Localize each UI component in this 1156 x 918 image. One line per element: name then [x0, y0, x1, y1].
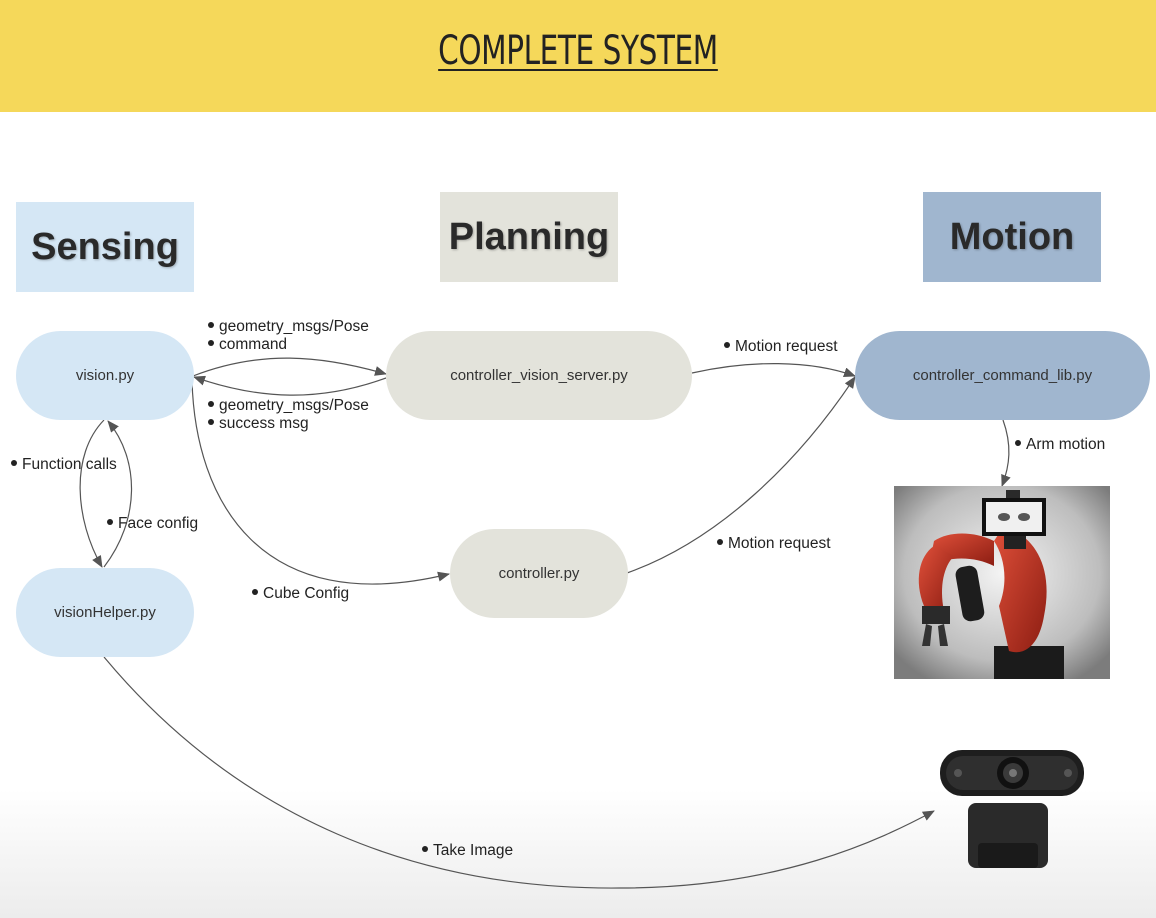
bullet-dot	[252, 588, 258, 595]
bullet-dot	[717, 538, 723, 545]
section-planning: Planning	[440, 192, 618, 282]
node-controller-command-lib: controller_command_lib.py	[855, 331, 1150, 420]
edge-vision-to-server	[192, 357, 387, 377]
label-text: Function calls	[22, 456, 117, 473]
robot-arm-image	[894, 486, 1110, 679]
bullet-dot	[208, 339, 214, 346]
label-text: Take Image	[433, 842, 514, 859]
node-controller-vision-server: controller_vision_server.py	[386, 331, 692, 420]
edge-vision-to-controller	[191, 379, 450, 585]
edge-controller-to-cmdlib	[626, 376, 856, 574]
label-vision-to-server: geometry_msgs/Pose command	[208, 318, 369, 354]
label-text: Arm motion	[1026, 436, 1106, 453]
label-motion-request-server: Motion request	[724, 338, 838, 356]
bullet-dot	[422, 845, 428, 852]
edge-server-to-cmdlib	[691, 363, 856, 378]
section-motion: Motion	[923, 192, 1101, 282]
label-arm-motion: Arm motion	[1015, 436, 1105, 454]
label-server-to-vision: geometry_msgs/Pose success msg	[208, 397, 369, 433]
label-cube-config: Cube Config	[252, 585, 349, 603]
label-text: Motion request	[728, 535, 831, 552]
label-text: geometry_msgs/Pose	[219, 318, 369, 335]
label-face-config: Face config	[107, 515, 198, 533]
page-title: COMPLETE SYSTEM	[438, 28, 718, 74]
title-banner: COMPLETE SYSTEM	[0, 0, 1156, 112]
label-text: geometry_msgs/Pose	[219, 397, 369, 414]
bullet-dot	[1015, 439, 1021, 446]
node-controller: controller.py	[450, 529, 628, 618]
label-text: command	[219, 336, 288, 353]
edge-cmdlib-to-robot	[1001, 419, 1011, 487]
webcam-image	[938, 748, 1088, 870]
label-text: Face config	[118, 515, 199, 532]
label-motion-request-controller: Motion request	[717, 535, 831, 553]
bullet-dot	[208, 418, 214, 425]
bullet-dot	[208, 321, 214, 328]
edge-helper-to-vision	[103, 420, 133, 568]
section-sensing: Sensing	[16, 202, 194, 292]
edge-helper-to-camera	[103, 656, 935, 889]
edge-server-to-vision	[193, 375, 387, 396]
label-take-image: Take Image	[422, 842, 513, 860]
bullet-dot	[11, 459, 17, 466]
bullet-dot	[208, 400, 214, 407]
label-text: success msg	[219, 415, 309, 432]
bullet-dot	[724, 341, 730, 348]
label-text: Cube Config	[263, 585, 350, 602]
bullet-dot	[107, 518, 113, 525]
node-vision: vision.py	[16, 331, 194, 420]
edge-vision-to-helper	[79, 419, 105, 568]
label-text: Motion request	[735, 338, 838, 355]
node-vision-helper: visionHelper.py	[16, 568, 194, 657]
label-function-calls: Function calls	[11, 456, 117, 474]
